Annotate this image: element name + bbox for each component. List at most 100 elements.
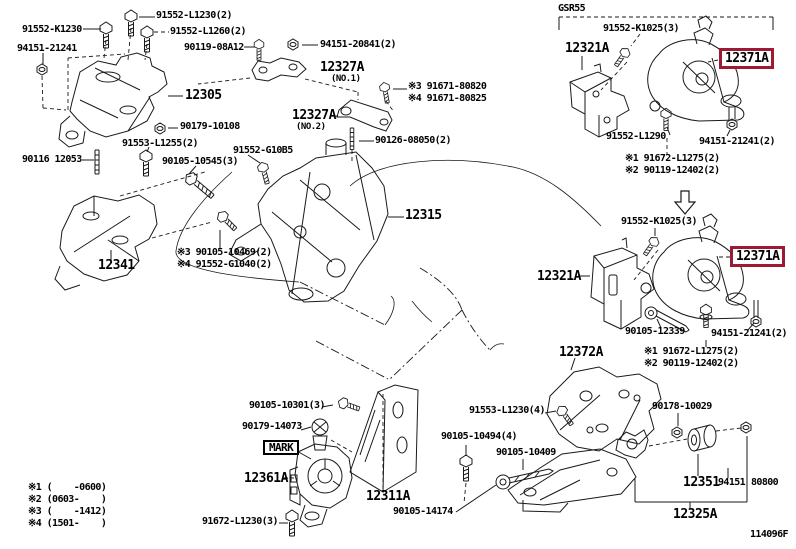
bolt-icon <box>182 169 217 202</box>
nut-icon <box>671 426 683 439</box>
part-12321A-top-drawing <box>569 63 630 138</box>
nut-icon <box>287 38 299 51</box>
leader-lines <box>42 16 774 524</box>
label-94151-21241-top: 94151-21241(2) <box>699 136 775 147</box>
part-12341-drawing <box>54 194 158 291</box>
part-12327A-no2-drawing <box>336 99 393 132</box>
bolt-icon <box>214 208 240 234</box>
label-90119-08A12: 90119-08A12 <box>184 42 244 53</box>
label-90179-14073: 90179-14073 <box>242 421 302 432</box>
label-94151-br: 94151 <box>718 477 746 488</box>
label-90105-10545: 90105-10545(3) <box>162 156 238 167</box>
nut-icon <box>36 63 48 76</box>
label-80800: 80800 <box>751 477 779 488</box>
bolt-icon <box>611 45 633 69</box>
label-91672-L1275-mid: ※1 91672-L1275(2) <box>644 346 739 357</box>
label-12305: 12305 <box>185 88 222 103</box>
part-12311A-drawing <box>349 384 419 493</box>
bolt-90105-12339-drawing <box>644 306 690 333</box>
label-91553-L1255: 91553-L1255(2) <box>122 138 198 149</box>
part-12315-drawing <box>228 138 389 303</box>
bolt-icon <box>99 21 113 49</box>
label-90178-10029: 90178-10029 <box>652 401 712 412</box>
label-12321A-mid: 12321A <box>537 269 581 284</box>
dashed-construction-lines <box>41 16 773 504</box>
bolt-icon <box>124 9 138 37</box>
label-91552-K1025-mid: 91552-K1025(3) <box>621 216 697 227</box>
label-91552-K1025-top: 91552-K1025(3) <box>603 23 679 34</box>
label-90105-10301: 90105-10301(3) <box>249 400 325 411</box>
label-91672-L1275-top: ※1 91672-L1275(2) <box>625 153 720 164</box>
label-91552-G1040: ※4 91552-G1040(2) <box>177 259 272 270</box>
bolt-icon <box>140 25 154 53</box>
part-12372A-drawing <box>546 366 662 452</box>
bolt-icon <box>700 303 712 329</box>
bolt-icon <box>660 107 672 131</box>
bolt-icon <box>253 39 265 61</box>
label-90116-12053: 90116 12053 <box>22 154 82 165</box>
label-90105-10469: ※3 90105-10469(2) <box>177 247 272 258</box>
label-90105-10409: 90105-10409 <box>496 447 556 458</box>
label-91552-G10B5: 91552-G10B5 <box>233 145 293 156</box>
stud-icon <box>94 149 100 175</box>
label-94151-21241-tl: 94151-21241 <box>17 43 77 54</box>
bolt-icon <box>256 160 273 186</box>
label-12321A-top: 12321A <box>565 41 609 56</box>
down-arrow-icon <box>673 190 697 215</box>
bolt-icon <box>640 234 662 258</box>
label-12371A-top-highlighted[interactable]: 12371A <box>719 48 775 69</box>
engine-outline-dashdot <box>299 267 491 380</box>
label-12327A-no1-sub: (NO.1) <box>331 74 361 84</box>
label-12315: 12315 <box>405 208 442 223</box>
washer-icon <box>649 100 661 112</box>
label-91671-80820: ※3 91671-80820 <box>408 81 487 92</box>
washer-icon <box>699 314 713 320</box>
engine-outline-curves <box>175 159 602 351</box>
part-12321A-mid-drawing <box>590 237 655 330</box>
label-90105-14174: 90105-14174 <box>393 506 453 517</box>
part-12327A-no1-drawing <box>251 57 307 82</box>
label-91552-K1230: 91552-K1230 <box>22 24 82 35</box>
label-90119-12402-mid: ※2 90119-12402(2) <box>644 358 739 369</box>
label-91672-L1230: 91672-L1230(3) <box>202 516 278 527</box>
part-12371A-top-drawing <box>647 15 745 122</box>
part-mount-small-drawing <box>615 429 649 459</box>
label-90179-10108: 90179-10108 <box>180 121 240 132</box>
label-94151-20841: 94151-20841(2) <box>320 39 396 50</box>
label-12351: 12351 <box>683 475 720 490</box>
label-91552-L1290: 91552-L1290 <box>606 131 666 142</box>
part-90179-14073-drawing <box>311 418 329 451</box>
drawing-code: 114096F <box>750 529 789 540</box>
stud-icon <box>349 127 355 151</box>
label-91552-L1260: 91552-L1260(2) <box>170 26 246 37</box>
legend-line-1: ※1 ( -0600) <box>28 482 107 493</box>
label-12341: 12341 <box>98 258 135 273</box>
label-12361A: 12361A <box>244 471 288 486</box>
label-90119-12402-top: ※2 90119-12402(2) <box>625 165 720 176</box>
legend-line-2: ※2 (0603- ) <box>28 494 107 505</box>
label-12371A-mid-highlighted[interactable]: 12371A <box>730 246 786 267</box>
stud-icon <box>753 300 759 318</box>
bolt-icon <box>378 81 393 105</box>
part-12305-drawing <box>58 52 168 148</box>
label-91671-80825: ※4 91671-80825 <box>408 93 487 104</box>
label-90105-12339: 90105-12339 <box>625 326 685 337</box>
part-12371A-mid-drawing <box>652 213 750 320</box>
label-12311A: 12311A <box>366 489 410 504</box>
bolt-icon <box>336 396 362 415</box>
bolt-icon <box>139 149 153 177</box>
label-91553-L1230: 91553-L1230(4) <box>469 405 545 416</box>
section-tag-gsr55: GSR55 <box>558 3 586 14</box>
nut-icon <box>750 315 762 328</box>
nut-icon <box>740 421 752 434</box>
label-90105-10494: 90105-10494(4) <box>441 431 517 442</box>
label-12327A-no2: 12327A <box>292 108 336 123</box>
bolt-icon <box>554 403 577 429</box>
label-12325A: 12325A <box>673 507 717 522</box>
label-12372A: 12372A <box>559 345 603 360</box>
legend-line-4: ※4 (1501- ) <box>28 518 107 529</box>
part-12325A-bracket-drawing <box>507 448 637 513</box>
part-12351-drawing <box>687 424 717 452</box>
